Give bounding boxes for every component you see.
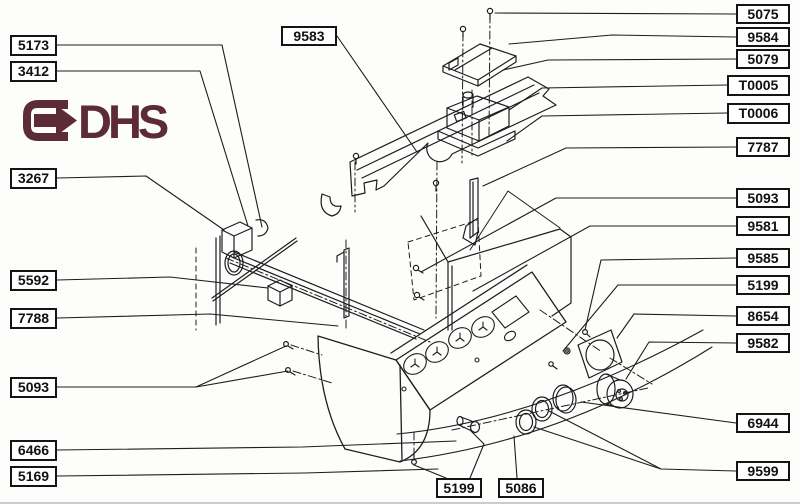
switch-drawing [267,247,350,319]
part-label-T0005: T0005 [727,75,790,96]
part-label-3267: 3267 [10,168,57,189]
part-label-8654: 8654 [736,306,790,326]
part-label-6466: 6466 [10,440,57,461]
part-label-9584: 9584 [736,27,790,47]
part-label-5079: 5079 [736,49,790,69]
phantom-outlines [195,219,482,331]
part-label-7787: 7787 [736,137,790,157]
part-label-9585: 9585 [736,248,790,268]
center-lines [225,14,653,461]
scan-edge-line [0,502,800,504]
thermostat-drawing [211,219,425,340]
part-label-5173: 5173 [10,35,57,56]
part-label-9581: 9581 [736,216,790,236]
part-label-9599: 9599 [736,461,790,481]
part-label-5199-bottom: 5199 [436,478,482,498]
knobs-gauge-drawing [456,329,634,435]
logo-text: DHS [78,95,168,145]
logo-lip-top [60,100,68,109]
control-fascia-drawing [317,264,713,463]
logo-lip-bottom [60,132,68,141]
part-label-5086: 5086 [498,478,544,498]
part-label-5093-right: 5093 [736,188,790,208]
dhs-logo: DHS [23,95,172,145]
bracket-7787-drawing [462,177,479,246]
part-label-T0006: T0006 [727,103,790,124]
part-label-5592: 5592 [10,270,57,291]
part-label-9583: 9583 [281,26,337,46]
part-label-5093-left: 5093 [10,377,57,398]
cover-plate-drawing [442,43,517,87]
leader-lines [56,12,737,479]
part-label-3412: 3412 [10,61,57,82]
part-label-9582: 9582 [736,333,790,353]
part-label-5075: 5075 [736,4,790,24]
bracket-9583-drawing [320,76,557,217]
right-arrow-icon [34,105,77,136]
part-label-7788: 7788 [10,308,57,329]
part-label-5199-right: 5199 [736,275,790,295]
screws-drawing [283,7,591,466]
part-label-6944: 6944 [736,413,790,433]
part-label-5169: 5169 [10,466,57,487]
rear-panel-drawing [420,190,572,331]
